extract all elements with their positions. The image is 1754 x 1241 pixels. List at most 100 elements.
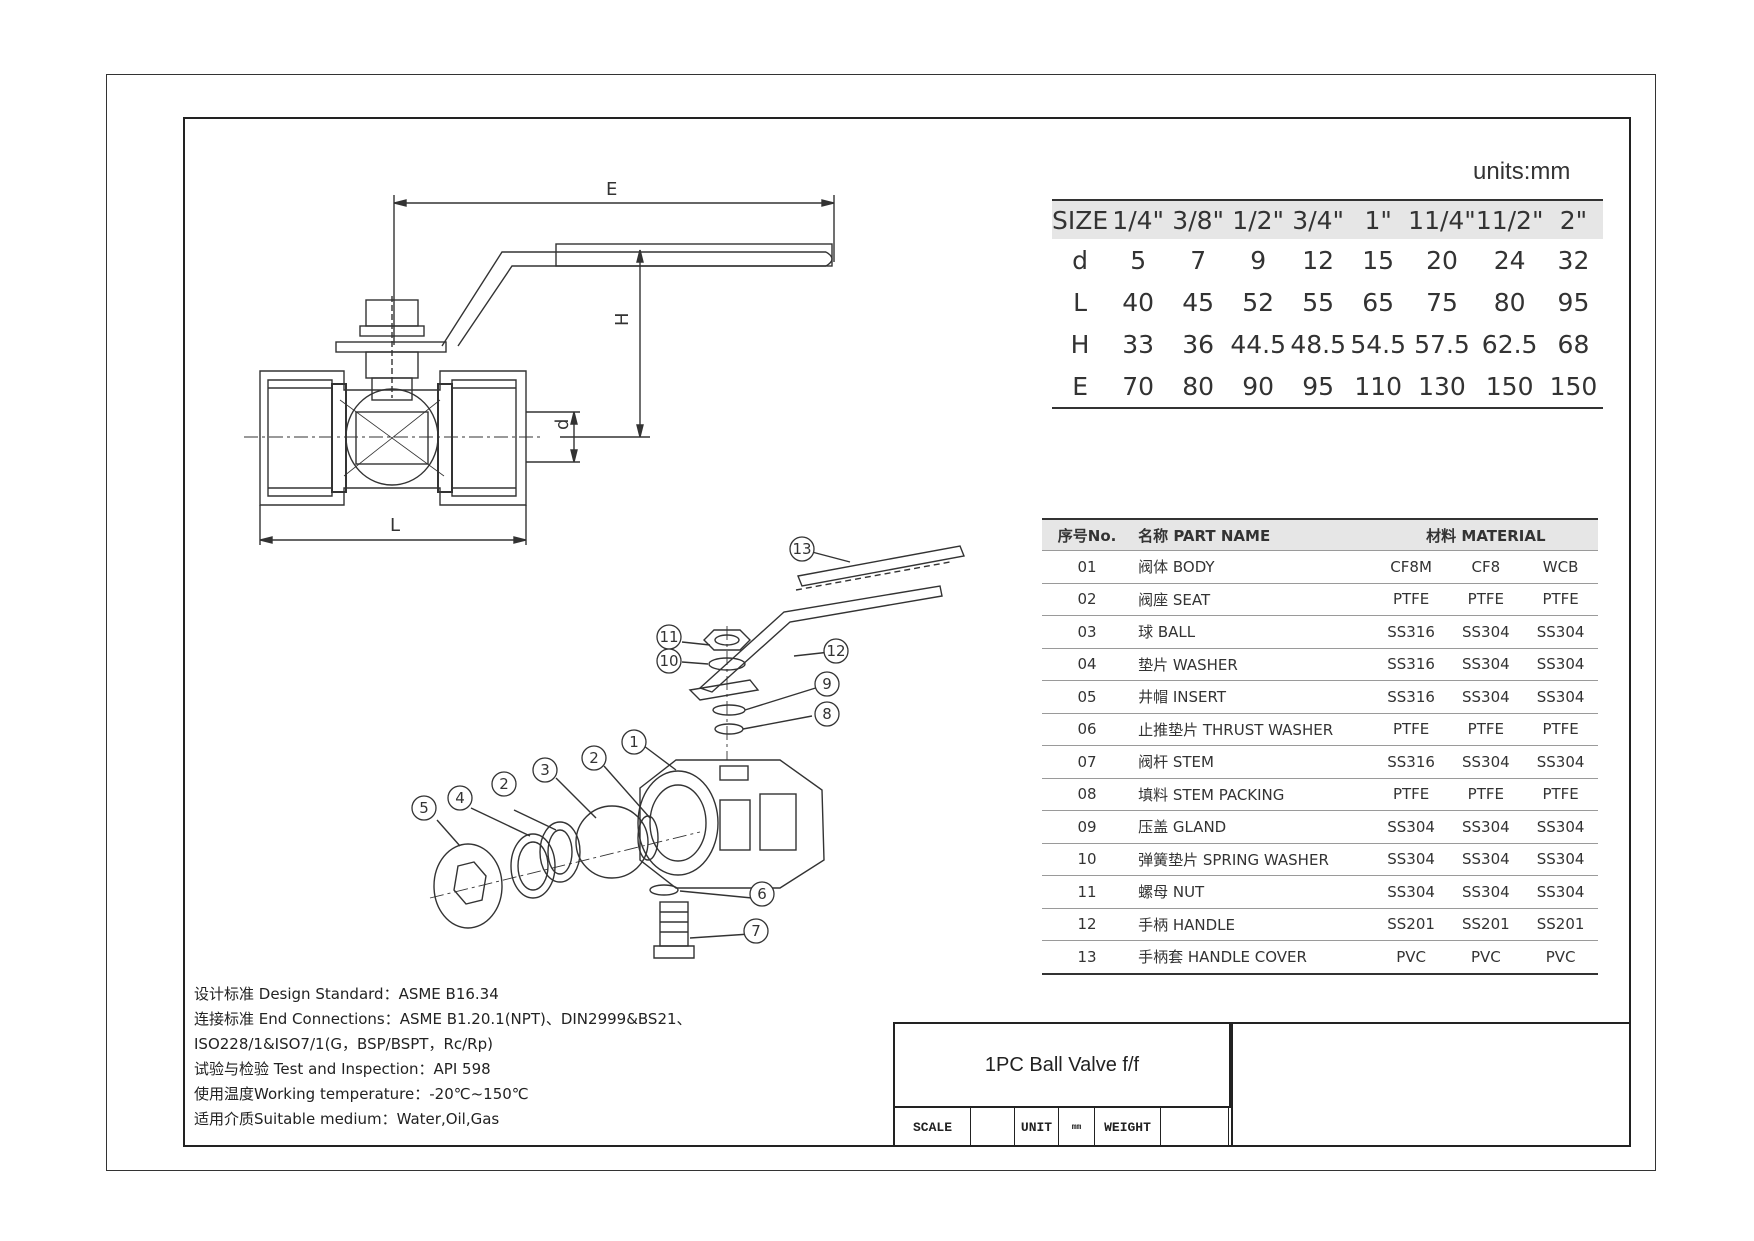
row-label: L <box>1073 287 1088 317</box>
drawing-title: 1PC Ball Valve f/f <box>895 1024 1231 1108</box>
outer-frame <box>106 74 1656 1171</box>
size-col: 1/4" <box>1108 199 1169 239</box>
size-header-label: SIZE <box>1052 199 1109 239</box>
material-1: SS304 <box>1373 875 1449 909</box>
row-label: H <box>1070 329 1090 359</box>
material-2: SS304 <box>1448 615 1524 649</box>
part-name: 止推垫片 THRUST WASHER <box>1132 713 1374 746</box>
material-2: PVC <box>1448 940 1524 975</box>
size-col: 3/4" <box>1288 199 1349 239</box>
material-3: SS304 <box>1523 810 1598 844</box>
material-2: PTFE <box>1448 713 1524 746</box>
cell: 7 <box>1190 245 1207 275</box>
part-no: 03 <box>1042 615 1133 649</box>
cell: 80 <box>1168 365 1229 409</box>
scale-value <box>971 1108 1015 1147</box>
size-col: 11/2" <box>1475 199 1544 239</box>
part-no: 07 <box>1042 745 1133 779</box>
title-block-divider <box>1231 1024 1233 1147</box>
part-no: 01 <box>1042 550 1133 584</box>
part-name: 阀杆 STEM <box>1132 745 1374 779</box>
size-row-d: d 5 7 9 12 15 20 24 32 <box>1052 239 1603 281</box>
material-2: SS304 <box>1448 875 1524 909</box>
cell: 55 <box>1302 287 1335 317</box>
material-1: PTFE <box>1373 778 1449 811</box>
title-block: 1PC Ball Valve f/f SCALE UNIT mm WEIGHT <box>893 1022 1631 1147</box>
weight-label: WEIGHT <box>1095 1108 1161 1147</box>
material-2: SS304 <box>1448 745 1524 779</box>
header-material: 材料 MATERIAL <box>1373 518 1598 551</box>
material-1: SS201 <box>1373 908 1449 941</box>
part-no: 08 <box>1042 778 1133 811</box>
material-3: SS304 <box>1523 615 1598 649</box>
part-name: 手柄 HANDLE <box>1132 908 1374 941</box>
part-name: 填料 STEM PACKING <box>1132 778 1374 811</box>
cell: 150 <box>1543 365 1604 409</box>
material-2: PTFE <box>1448 583 1524 616</box>
material-3: SS304 <box>1523 843 1598 876</box>
cell: 52 <box>1242 287 1275 317</box>
cell: 65 <box>1362 287 1395 317</box>
material-3: SS304 <box>1523 680 1598 714</box>
size-row-h: H 33 36 44.5 48.5 54.5 57.5 62.5 68 <box>1052 323 1603 365</box>
cell: 44.5 <box>1230 329 1286 359</box>
size-row-e: E 70 80 90 95 110 130 150 150 <box>1052 365 1604 409</box>
note-test-inspection: 试验与检验 Test and Inspection：API 598 <box>194 1060 491 1078</box>
header-no: 序号No. <box>1042 518 1133 551</box>
material-2: SS304 <box>1448 648 1524 681</box>
cell: 12 <box>1302 245 1335 275</box>
scale-label: SCALE <box>895 1108 971 1147</box>
part-name: 阀座 SEAT <box>1132 583 1374 616</box>
size-col: 11/4" <box>1408 199 1476 239</box>
size-col: 1/2" <box>1228 199 1289 239</box>
part-name: 阀体 BODY <box>1132 550 1374 584</box>
size-col: 2" <box>1543 199 1604 239</box>
part-name: 井帽 INSERT <box>1132 680 1374 714</box>
row-label: E <box>1052 365 1109 409</box>
part-name: 螺母 NUT <box>1132 875 1374 909</box>
material-2: SS304 <box>1448 843 1524 876</box>
drawing-border <box>183 117 1631 1147</box>
cell: 5 <box>1130 245 1147 275</box>
cell: 80 <box>1493 287 1526 317</box>
part-no: 11 <box>1042 875 1133 909</box>
material-3: SS304 <box>1523 745 1598 779</box>
cell: 54.5 <box>1350 329 1406 359</box>
note-suitable-medium: 适用介质Suitable medium：Water,Oil,Gas <box>194 1110 500 1128</box>
note-end-connections-cont: ISO228/1&ISO7/1(G，BSP/BSPT，Rc/Rp) <box>194 1035 493 1053</box>
cell: 62.5 <box>1481 329 1538 359</box>
material-1: SS304 <box>1373 810 1449 844</box>
size-col: 3/8" <box>1168 199 1229 239</box>
size-col: 1" <box>1348 199 1409 239</box>
material-2: SS201 <box>1448 908 1524 941</box>
cell: 75 <box>1426 287 1458 317</box>
unit-label: UNIT <box>1015 1108 1059 1147</box>
material-1: SS316 <box>1373 680 1449 714</box>
title-block-info-row: SCALE UNIT mm WEIGHT <box>895 1108 1229 1147</box>
material-1: CF8M <box>1373 550 1449 584</box>
cell: 68 <box>1557 329 1590 359</box>
cell: 130 <box>1408 365 1476 409</box>
cell: 57.5 <box>1414 329 1470 359</box>
parts-header-row: 序号No. 名称 PART NAME 材料 MATERIAL <box>1042 518 1598 551</box>
material-1: PTFE <box>1373 583 1449 616</box>
part-no: 09 <box>1042 810 1133 844</box>
part-name: 压盖 GLAND <box>1132 810 1374 844</box>
cell: 48.5 <box>1290 329 1346 359</box>
material-1: SS316 <box>1373 615 1449 649</box>
cell: 45 <box>1182 287 1215 317</box>
material-3: SS201 <box>1523 908 1598 941</box>
cell: 24 <box>1493 245 1526 275</box>
material-2: CF8 <box>1448 550 1524 584</box>
standards-notes: 设计标准 Design Standard：ASME B16.34 连接标准 En… <box>194 982 692 1132</box>
cell: 9 <box>1250 245 1267 275</box>
part-name: 手柄套 HANDLE COVER <box>1132 940 1374 975</box>
